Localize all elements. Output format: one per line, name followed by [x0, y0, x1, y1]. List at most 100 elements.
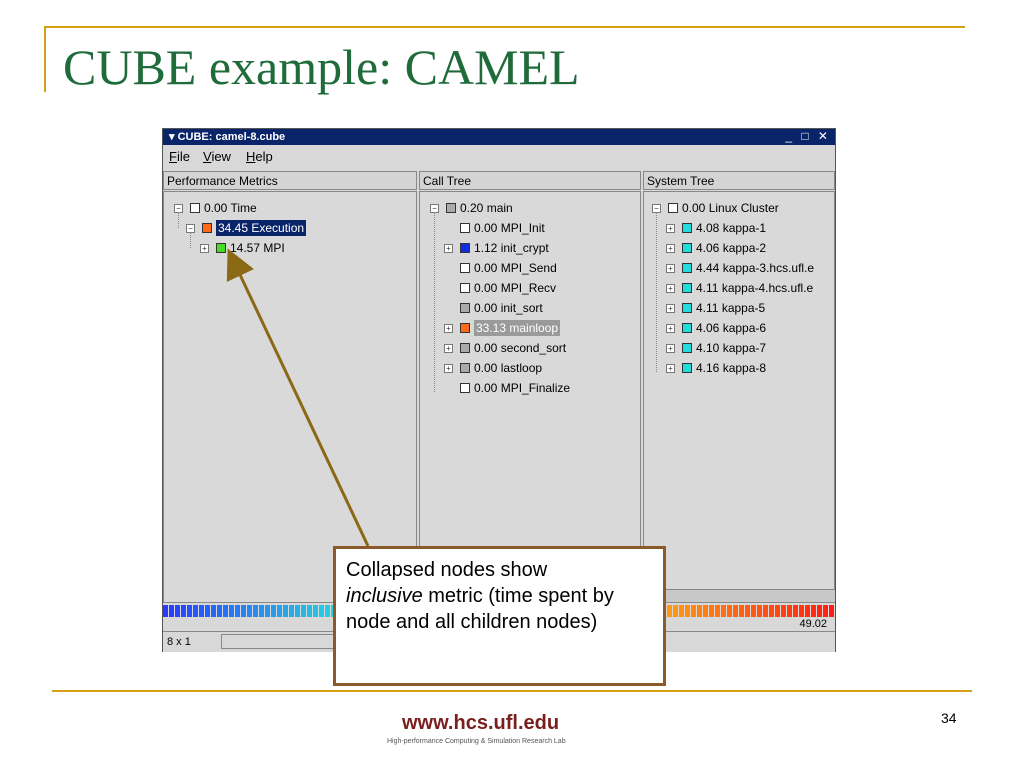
colorbar-segment	[295, 605, 300, 617]
expand-toggle-icon[interactable]: +	[666, 324, 675, 333]
calltree-node[interactable]: +1.12 init_crypt	[420, 240, 640, 256]
metric-color-square-icon	[460, 323, 470, 333]
systemtree-node[interactable]: +4.06 kappa-2	[644, 240, 834, 256]
colorbar-segment	[781, 605, 786, 617]
calltree-node[interactable]: +0.00 second_sort	[420, 340, 640, 356]
node-value: 0.00	[204, 201, 228, 215]
colorbar-segment	[787, 605, 792, 617]
node-name: kappa-3.hcs.ufl.e	[722, 261, 815, 275]
colorbar-segment	[721, 605, 726, 617]
node-value: 4.08	[696, 221, 720, 235]
calltree-node[interactable]: 0.00 MPI_Finalize	[420, 380, 640, 396]
metric-color-square-icon	[682, 343, 692, 353]
tree-guide-line	[178, 212, 179, 228]
systemtree-node[interactable]: +4.10 kappa-7	[644, 340, 834, 356]
expand-toggle-icon[interactable]: +	[444, 244, 453, 253]
colorbar-segment	[775, 605, 780, 617]
systemtree-node[interactable]: +4.06 kappa-6	[644, 320, 834, 336]
header-call-tree[interactable]: Call Tree	[419, 171, 641, 190]
metrics-node[interactable]: −0.00 Time	[164, 200, 416, 216]
expand-toggle-icon[interactable]: +	[444, 364, 453, 373]
colorbar-segment	[697, 605, 702, 617]
metrics-node-label: 0.00 Time	[204, 200, 257, 216]
metric-color-square-icon	[682, 363, 692, 373]
colorbar-segment	[187, 605, 192, 617]
metrics-pane: −0.00 Time−34.45 Execution+14.57 MPI	[163, 191, 417, 603]
systemtree-node[interactable]: −0.00 Linux Cluster	[644, 200, 834, 216]
calltree-node[interactable]: +33.13 mainloop	[420, 320, 640, 336]
expand-toggle-icon[interactable]: +	[666, 284, 675, 293]
colorbar-segment	[703, 605, 708, 617]
colorbar-segment	[181, 605, 186, 617]
metric-color-square-icon	[216, 243, 226, 253]
metric-color-square-icon	[460, 283, 470, 293]
metric-color-square-icon	[460, 343, 470, 353]
calltree-node[interactable]: +0.00 lastloop	[420, 360, 640, 376]
systemtree-pane: −0.00 Linux Cluster+4.08 kappa-1+4.06 ka…	[643, 191, 835, 603]
colorbar-segment	[277, 605, 282, 617]
node-value: 34.45	[218, 221, 249, 235]
calltree-node[interactable]: 0.00 init_sort	[420, 300, 640, 316]
header-system-tree[interactable]: System Tree	[643, 171, 835, 190]
expand-toggle-icon[interactable]: +	[444, 344, 453, 353]
colorbar-segment	[823, 605, 828, 617]
menu-help[interactable]: Help	[246, 149, 273, 164]
header-performance-metrics[interactable]: Performance Metrics	[163, 171, 417, 190]
horizontal-scrollbar[interactable]	[639, 589, 835, 602]
expand-toggle-icon[interactable]: +	[666, 304, 675, 313]
window-controls[interactable]: _ □ ✕	[785, 129, 831, 143]
colorbar-segment	[817, 605, 822, 617]
systemtree-node-label: 4.44 kappa-3.hcs.ufl.e	[696, 260, 814, 276]
bottom-rule	[52, 690, 972, 692]
expand-toggle-icon[interactable]: +	[666, 344, 675, 353]
colorbar-segment	[319, 605, 324, 617]
expand-toggle-icon[interactable]: +	[200, 244, 209, 253]
callout-emphasis: inclusive	[346, 585, 423, 607]
systemtree-node[interactable]: +4.08 kappa-1	[644, 220, 834, 236]
node-name: kappa-2	[722, 241, 767, 255]
systemtree-node-label: 4.06 kappa-2	[696, 240, 766, 256]
colorbar-segment	[709, 605, 714, 617]
calltree-node[interactable]: 0.00 MPI_Recv	[420, 280, 640, 296]
node-name: mainloop	[509, 321, 559, 335]
menu-view[interactable]: View	[203, 149, 231, 164]
colorbar-segment	[667, 605, 672, 617]
metrics-node[interactable]: −34.45 Execution	[164, 220, 416, 236]
window-titlebar[interactable]: ▾ CUBE: camel-8.cube _ □ ✕	[163, 129, 835, 145]
node-name: kappa-1	[722, 221, 767, 235]
node-value: 0.00	[474, 361, 498, 375]
node-name: MPI	[263, 241, 285, 255]
systemtree-node[interactable]: +4.16 kappa-8	[644, 360, 834, 376]
systemtree-node-label: 4.11 kappa-4.hcs.ufl.e	[696, 280, 813, 296]
calltree-node[interactable]: 0.00 MPI_Send	[420, 260, 640, 276]
callout-line1: Collapsed nodes show	[346, 559, 548, 581]
metric-color-square-icon	[682, 263, 692, 273]
metric-color-square-icon	[460, 363, 470, 373]
node-name: Time	[230, 201, 257, 215]
systemtree-node[interactable]: +4.11 kappa-4.hcs.ufl.e	[644, 280, 834, 296]
expand-toggle-icon[interactable]: +	[666, 244, 675, 253]
expand-toggle-icon[interactable]: +	[666, 364, 675, 373]
node-name: kappa-7	[722, 341, 767, 355]
systemtree-node-label: 4.11 kappa-5	[696, 300, 765, 316]
node-value: 1.12	[474, 241, 498, 255]
colorbar-segment	[265, 605, 270, 617]
node-name: main	[486, 201, 513, 215]
expand-toggle-icon[interactable]: +	[444, 324, 453, 333]
metric-color-square-icon	[460, 243, 470, 253]
systemtree-node[interactable]: +4.11 kappa-5	[644, 300, 834, 316]
metrics-node-label: 34.45 Execution	[216, 220, 307, 236]
menu-file[interactable]: File	[169, 149, 190, 164]
colorbar-segment	[163, 605, 168, 617]
expand-toggle-icon[interactable]: +	[666, 264, 675, 273]
metric-color-square-icon	[460, 263, 470, 273]
footer-subtitle: High-performance Computing & Simulation …	[387, 738, 566, 745]
calltree-node[interactable]: 0.00 MPI_Init	[420, 220, 640, 236]
systemtree-node[interactable]: +4.44 kappa-3.hcs.ufl.e	[644, 260, 834, 276]
footer-url: www.hcs.ufl.edu	[402, 712, 560, 734]
colorbar-segment	[169, 605, 174, 617]
expand-toggle-icon[interactable]: +	[666, 224, 675, 233]
node-value: 0.00	[682, 201, 706, 215]
node-name: MPI_Recv	[500, 281, 557, 295]
